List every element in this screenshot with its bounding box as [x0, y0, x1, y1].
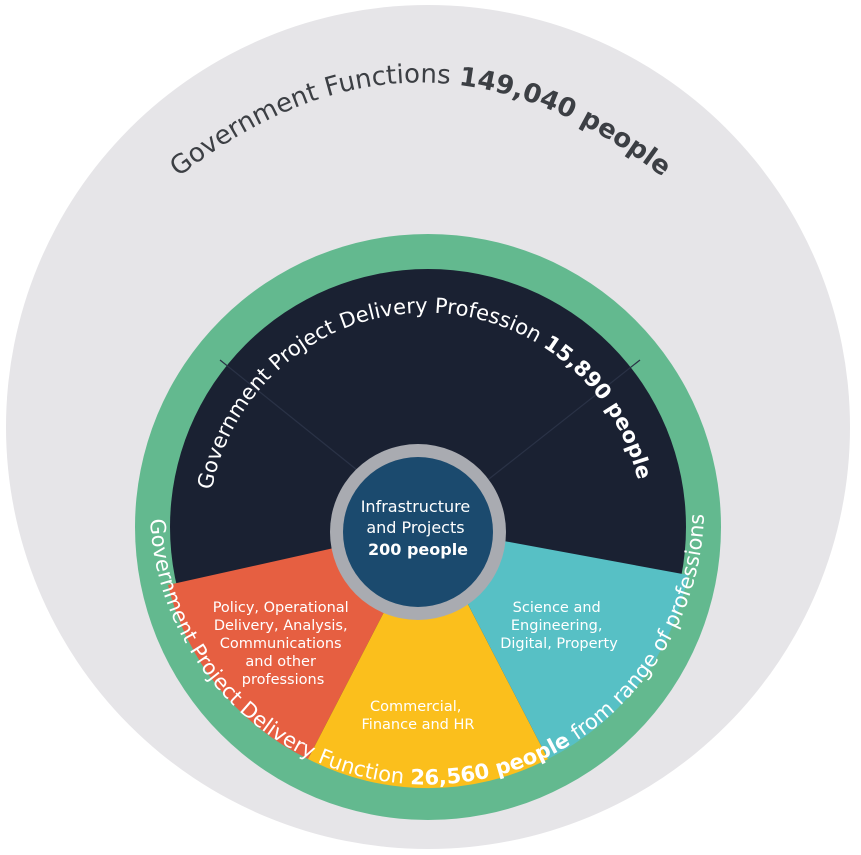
segment-commercial-finance-hr [308, 527, 548, 789]
infrastructure-projects-circle [343, 457, 493, 607]
infrastructure-projects-label: Infrastructure and Projects 200 people [361, 497, 476, 559]
segment-commercial-label: Commercial, Finance and HR [362, 699, 475, 733]
segment-science-engineering [428, 527, 688, 759]
segment-science-label: Science and Engineering, Digital, Proper… [500, 600, 618, 652]
segment-policy-label: Policy, Operational Delivery, Analysis, … [213, 600, 354, 688]
